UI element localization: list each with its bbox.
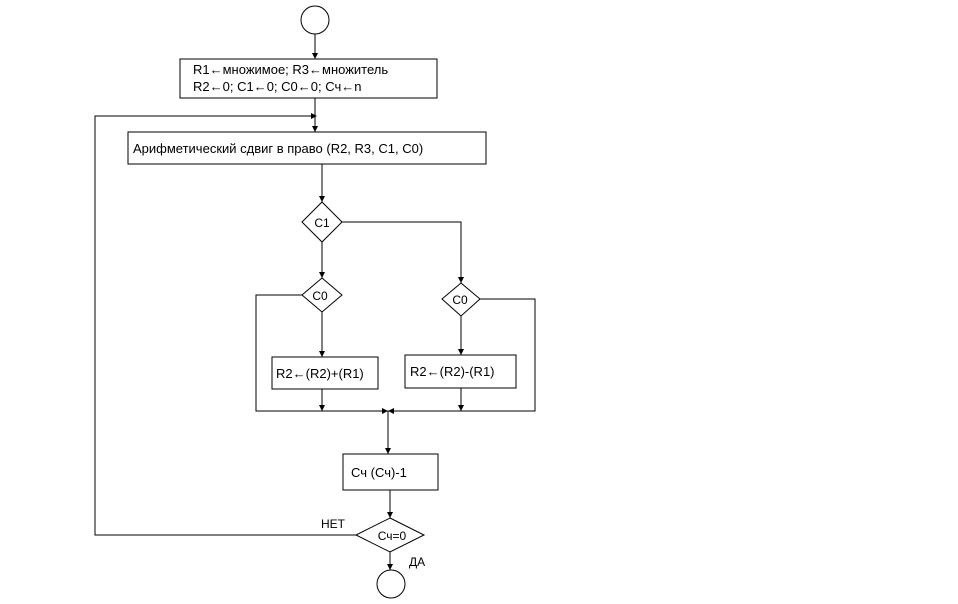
counter-text: Сч (Сч)-1 (351, 465, 407, 480)
decision-c0-left-text: C0 (312, 289, 328, 303)
add-box (271, 356, 379, 390)
arrow-counter-decision (387, 512, 393, 518)
subtract-text: R2←(R2)-(R1) (410, 364, 495, 379)
init-line2-text: R2←0; C1←0; C0←0; Сч←n (193, 79, 361, 94)
arrow-c1-c0-right (458, 277, 464, 283)
arrow-shift-c1 (319, 196, 325, 202)
arrow-decision-end (387, 564, 393, 570)
arrow-c0-right-sub (458, 349, 464, 355)
subtract-box (404, 354, 517, 389)
arrow-merge-right (388, 408, 394, 414)
connector-c1-c0-right (342, 221, 462, 283)
decision-counter-text: Сч=0 (378, 529, 407, 543)
shift-text: Арифметический сдвиг в право (R2, R3, C1… (133, 141, 423, 156)
arrow-start-init (312, 53, 318, 59)
arrow-add-merge (319, 405, 325, 411)
label-yes: ДА (409, 555, 425, 569)
shift-box (127, 131, 487, 165)
arrow-c1-c0-left (319, 272, 325, 278)
end-terminal (376, 569, 406, 599)
decision-c1-text: C1 (314, 216, 330, 230)
arrow-sub-merge (458, 405, 464, 411)
arrow-c0-left-add (319, 351, 325, 357)
arrow-merge-counter (385, 448, 391, 454)
arrow-init-shift (312, 126, 318, 132)
init-line1-text: R1←множимое; R3←множитель (193, 62, 388, 77)
label-no: НЕТ (321, 517, 346, 531)
add-text: R2←(R2)+(R1) (276, 366, 364, 381)
decision-c0-right-text: C0 (452, 293, 468, 307)
loop-back-no (94, 115, 356, 536)
init-box (179, 58, 438, 99)
start-terminal (300, 5, 330, 35)
arrow-merge-left (382, 408, 388, 414)
